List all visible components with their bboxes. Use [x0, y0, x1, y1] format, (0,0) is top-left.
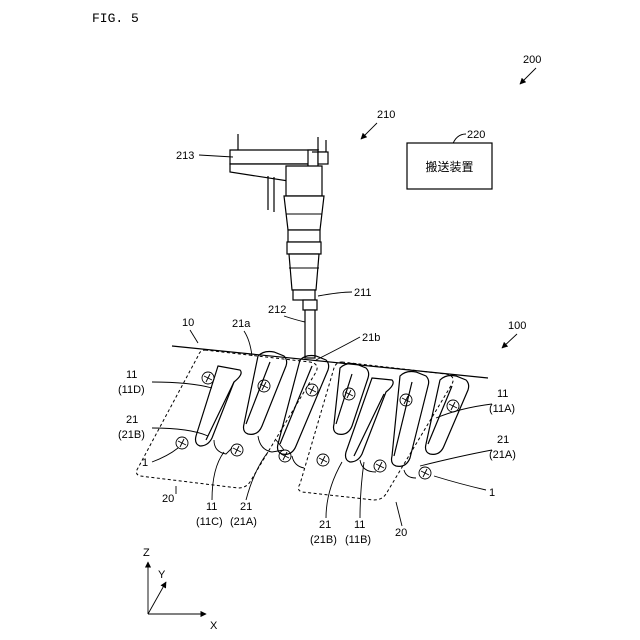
tray-20-right — [298, 362, 453, 500]
label-11-bottom-mid: 11 — [354, 519, 365, 531]
member-11A — [426, 376, 469, 455]
label-1-left: 1 — [142, 457, 148, 469]
leader-21b — [316, 337, 360, 360]
screws — [176, 372, 459, 479]
leader-213 — [199, 155, 233, 157]
leader-11B — [360, 462, 364, 518]
leader-21A-left — [246, 452, 268, 500]
label-10: 10 — [182, 317, 194, 329]
label-21b: 21b — [362, 332, 380, 344]
leader-212 — [284, 316, 305, 322]
robot-arm-211 — [284, 166, 324, 300]
label-11A: (11A) — [489, 403, 515, 415]
axis-y-arrow — [148, 582, 166, 614]
member-11-right-3 — [392, 372, 429, 479]
arrow-210 — [361, 123, 377, 139]
robot-tip-212 — [303, 300, 317, 358]
label-11-bottom-left: 11 — [206, 501, 217, 513]
leader-21A-right — [420, 450, 492, 466]
label-11B: (11B) — [345, 534, 371, 546]
arrow-200 — [520, 68, 536, 84]
label-200: 200 — [523, 54, 541, 66]
leader-21B-left — [152, 428, 208, 436]
label-21A-right: (21A) — [489, 449, 516, 461]
leader-20-right — [396, 502, 402, 526]
label-20-right: 20 — [395, 527, 407, 539]
axis-y-label: Y — [158, 569, 166, 581]
leader-11A — [436, 404, 492, 418]
label-21B-left: (21B) — [118, 429, 145, 441]
label-220: 220 — [467, 129, 485, 141]
label-212: 212 — [268, 304, 286, 316]
leader-1-left — [152, 448, 178, 462]
label-100: 100 — [508, 320, 526, 332]
label-21A-left: (21A) — [230, 516, 257, 528]
leader-21B-bottom — [326, 462, 342, 518]
label-21a: 21a — [232, 318, 251, 330]
label-11-left: 11 — [126, 369, 137, 381]
conveyor-device-text: 搬送装置 — [425, 159, 473, 174]
label-210: 210 — [377, 109, 395, 121]
label-21-right: 21 — [497, 434, 509, 446]
member-11-right-1 — [334, 364, 369, 435]
leader-211 — [318, 292, 352, 296]
label-20-left: 20 — [162, 493, 174, 505]
figure-title: FIG. 5 — [92, 11, 139, 26]
label-21-left: 21 — [126, 414, 138, 426]
label-11C: (11C) — [196, 516, 223, 528]
label-11-right: 11 — [497, 388, 508, 400]
leader-10 — [190, 330, 198, 343]
label-21B-bottom: (21B) — [310, 534, 337, 546]
label-11D: (11D) — [118, 384, 145, 396]
label-211: 211 — [354, 287, 372, 299]
label-21-bottom-mid: 21 — [319, 519, 331, 531]
leader-11C — [212, 452, 224, 500]
axis-x-label: X — [210, 620, 218, 632]
leader-1-right — [434, 476, 486, 490]
label-21-bottom-left: 21 — [240, 501, 252, 513]
leader-21a — [244, 331, 252, 356]
coordinate-axes — [148, 562, 206, 614]
label-213: 213 — [176, 150, 194, 162]
arrow-100 — [502, 334, 517, 348]
axis-z-label: Z — [143, 547, 150, 559]
label-1-right: 1 — [489, 487, 495, 499]
